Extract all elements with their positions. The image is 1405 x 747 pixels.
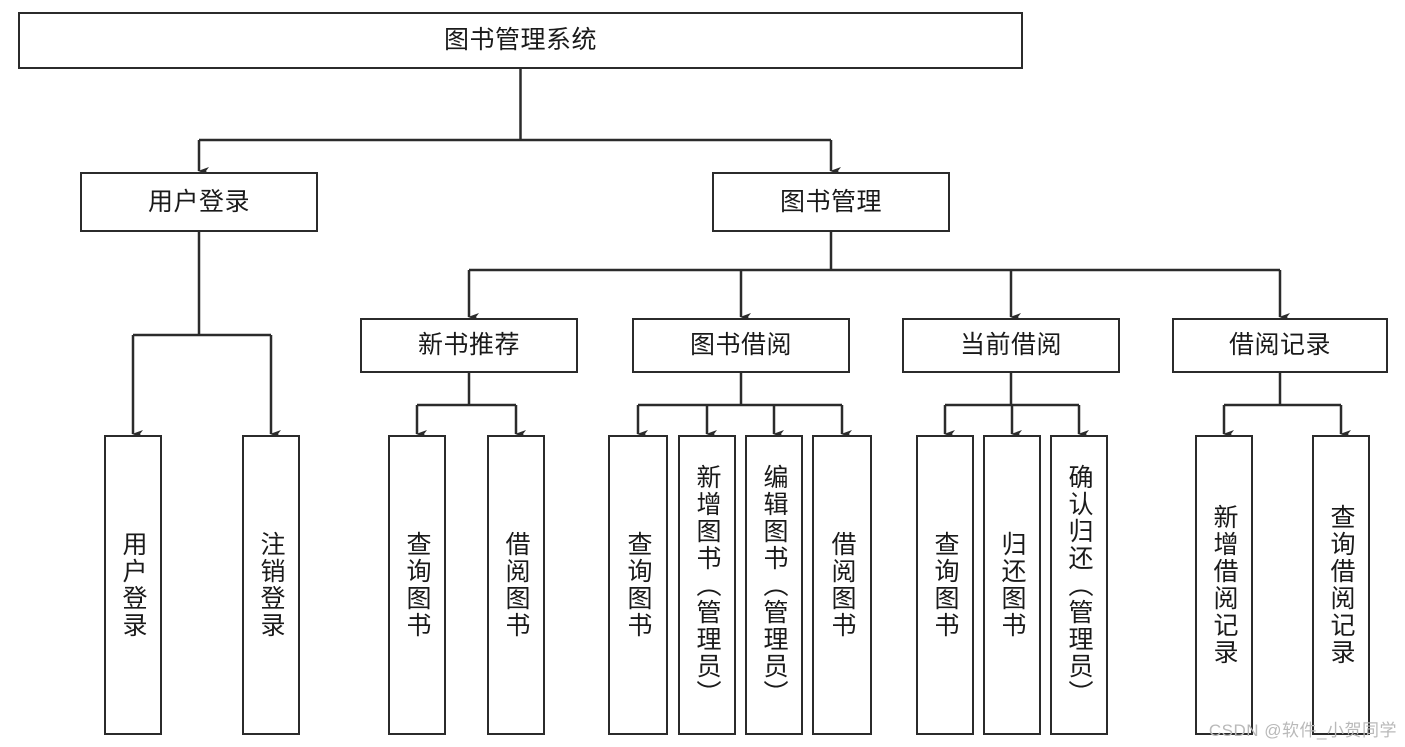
- node-book-manage[interactable]: 图书管理: [712, 172, 950, 232]
- leaf-current-return-book[interactable]: 归还图书: [983, 435, 1041, 735]
- node-new-book-recommend[interactable]: 新书推荐: [360, 318, 578, 373]
- node-label: 新增借阅记录: [1210, 504, 1238, 666]
- leaf-recommend-query-book[interactable]: 查询图书: [388, 435, 446, 735]
- node-label: 注销登录: [257, 531, 285, 639]
- node-user-login[interactable]: 用户登录: [80, 172, 318, 232]
- node-label: 借阅图书: [502, 531, 530, 639]
- node-label: 编辑图书（管理员）: [760, 463, 788, 707]
- node-label: 图书借阅: [689, 331, 792, 360]
- leaf-borrow-edit-book-admin[interactable]: 编辑图书（管理员）: [745, 435, 803, 735]
- node-label: 借阅图书: [828, 531, 856, 639]
- watermark-text: CSDN @软件_小贺同学: [1208, 721, 1397, 740]
- node-label: 新书推荐: [417, 331, 520, 360]
- leaf-record-add-borrow-record[interactable]: 新增借阅记录: [1195, 435, 1253, 735]
- node-label: 用户登录: [147, 187, 250, 216]
- leaf-borrow-add-book-admin[interactable]: 新增图书（管理员）: [678, 435, 736, 735]
- leaf-recommend-borrow-book[interactable]: 借阅图书: [487, 435, 545, 735]
- node-label: 借阅记录: [1228, 331, 1331, 360]
- node-label: 新增图书（管理员）: [693, 463, 721, 707]
- leaf-borrow-borrow-book[interactable]: 借阅图书: [812, 435, 872, 735]
- node-label: 图书管理系统: [443, 26, 597, 55]
- leaf-current-confirm-return-admin[interactable]: 确认归还（管理员）: [1050, 435, 1108, 735]
- leaf-borrow-query-book[interactable]: 查询图书: [608, 435, 668, 735]
- node-label: 查询借阅记录: [1327, 504, 1355, 666]
- node-borrow-record[interactable]: 借阅记录: [1172, 318, 1388, 373]
- node-label: 查询图书: [931, 531, 959, 639]
- node-label: 用户登录: [119, 531, 147, 639]
- node-label: 确认归还（管理员）: [1065, 463, 1093, 707]
- node-label: 查询图书: [403, 531, 431, 639]
- node-root[interactable]: 图书管理系统: [18, 12, 1023, 69]
- node-label: 图书管理: [779, 187, 882, 216]
- leaf-current-query-book[interactable]: 查询图书: [916, 435, 974, 735]
- node-label: 查询图书: [624, 531, 652, 639]
- node-label: 当前借阅: [959, 331, 1062, 360]
- node-current-borrow[interactable]: 当前借阅: [902, 318, 1120, 373]
- leaf-user-logout[interactable]: 注销登录: [242, 435, 300, 735]
- leaf-record-query-borrow-record[interactable]: 查询借阅记录: [1312, 435, 1370, 735]
- node-label: 归还图书: [998, 531, 1026, 639]
- leaf-user-login[interactable]: 用户登录: [104, 435, 162, 735]
- node-book-borrow[interactable]: 图书借阅: [632, 318, 850, 373]
